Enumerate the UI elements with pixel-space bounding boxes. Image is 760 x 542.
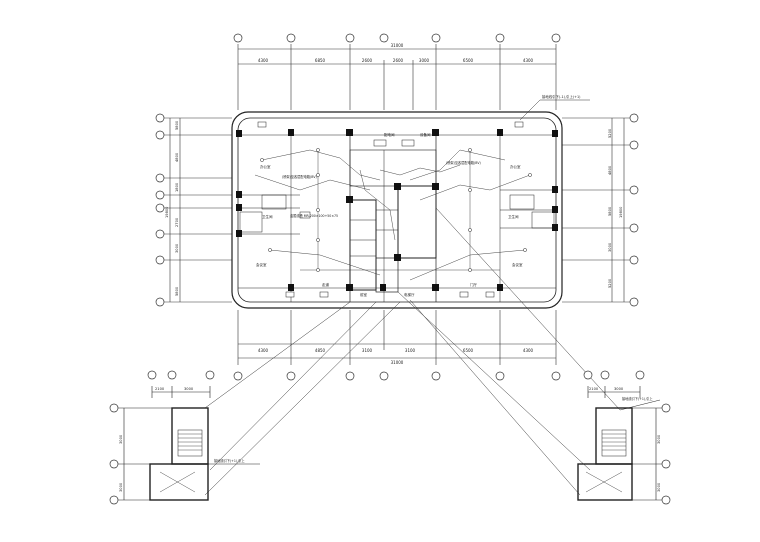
bottom-dim-4: 3100 xyxy=(405,348,416,353)
bottom-axis-bubbles xyxy=(233,371,561,381)
bus-note: 金属线槽 MR-200×100+50×75 xyxy=(290,213,338,218)
stair-right-dim-3: 3000 xyxy=(657,434,661,444)
bottom-dim-total: 31000 xyxy=(391,360,404,365)
bottom-dim-6: 4300 xyxy=(523,348,534,353)
top-dim-7: 4300 xyxy=(523,58,534,63)
room-label-1: 办公室 xyxy=(260,164,271,169)
right-axis-bubbles xyxy=(629,113,639,307)
bottom-dim-3: 3100 xyxy=(362,348,373,353)
left-dim-4: 2700 xyxy=(175,217,179,227)
room-label-10: 设备间 xyxy=(420,132,431,137)
stair-right-dims: 2100 3000 3000 3000 xyxy=(589,387,661,492)
note-stair-left: 接地线引下(+1),引上 xyxy=(214,458,245,463)
room-label-9: 电梯厅 xyxy=(404,292,415,297)
left-dim-3: 1800 xyxy=(175,182,179,192)
stair-left-dim-3: 3000 xyxy=(119,434,123,444)
bottom-dim-2: 4850 xyxy=(315,348,326,353)
stair-right-bubbles xyxy=(583,370,671,505)
right-dim-4: 3000 xyxy=(608,242,612,252)
stair-right-dim-1: 2100 xyxy=(589,387,599,391)
left-dim-values: 5800 4800 1800 2700 3000 5800 19800 xyxy=(165,120,179,296)
left-dim-6: 5800 xyxy=(175,286,179,296)
room-label-11: 走道 xyxy=(322,282,330,287)
top-dim-values: 4300 6850 2600 2600 3000 6500 4300 xyxy=(258,58,534,63)
top-dim-1: 4300 xyxy=(258,58,269,63)
right-dim-3: 5800 xyxy=(608,206,612,216)
stair-detail-right xyxy=(577,386,662,501)
left-dim-2: 4800 xyxy=(175,152,179,162)
left-dim-total: 19800 xyxy=(165,206,169,218)
stair-detail-left xyxy=(118,386,260,501)
bottom-dimension-chain xyxy=(237,310,557,365)
room-label-6: 卫生间 xyxy=(262,214,273,219)
top-dim-2: 6850 xyxy=(315,58,326,63)
stair-left-dim-4: 3000 xyxy=(119,482,123,492)
room-label-3: 会议室 xyxy=(256,262,267,267)
room-label-8: 前室 xyxy=(360,292,368,297)
right-dim-1: 5200 xyxy=(608,128,612,138)
right-dim-5: 5200 xyxy=(608,278,612,288)
top-dim-5: 3000 xyxy=(419,58,430,63)
top-right-leader xyxy=(519,99,590,121)
cable-note-right: (桥架)至各层配电箱(BV) xyxy=(446,160,481,165)
top-dimension-chain xyxy=(237,44,557,110)
top-dim-3: 2600 xyxy=(362,58,373,63)
stair-left-bubbles xyxy=(109,370,215,505)
device-symbols xyxy=(257,121,532,298)
bottom-dim-values: 4300 4850 3100 3100 6500 4300 xyxy=(258,348,534,353)
right-dim-2: 4800 xyxy=(608,165,612,175)
stair-left-dim-2: 3000 xyxy=(184,387,194,391)
left-dimension-chain xyxy=(164,117,232,303)
note-stair-right: 接地线引下(+1),引上 xyxy=(622,396,653,401)
left-axis-bubbles xyxy=(155,113,165,307)
stair-left-dims: 2100 3000 3000 3000 xyxy=(119,387,194,492)
note-top-right: 接地线引下(-1),引上(+1) xyxy=(542,94,581,99)
right-dim-total: 19800 xyxy=(619,206,623,218)
bottom-dim-5: 6500 xyxy=(463,348,474,353)
structural-columns xyxy=(236,129,558,291)
main-floor-plan xyxy=(231,111,563,309)
top-axis-bubbles xyxy=(233,33,561,43)
room-label-4: 会议室 xyxy=(512,262,523,267)
top-dim-total: 31000 xyxy=(391,43,404,48)
cable-note-left: (桥架)至各层配电箱(BV) xyxy=(282,174,317,179)
room-labels: 办公室 办公室 会议室 会议室 配电间 卫生间 卫生间 前室 电梯厅 设备间 走… xyxy=(256,132,523,297)
room-label-7: 卫生间 xyxy=(508,214,519,219)
stair-right-dim-4: 3000 xyxy=(657,482,661,492)
stair-right-dim-2: 3000 xyxy=(614,387,624,391)
top-dim-4: 2600 xyxy=(393,58,404,63)
bottom-dim-1: 4300 xyxy=(258,348,269,353)
top-dim-6: 6500 xyxy=(463,58,474,63)
right-dim-values: 5200 4800 5800 3000 5200 19800 xyxy=(608,128,623,288)
stair-left-dim-1: 2100 xyxy=(155,387,165,391)
room-label-12: 门厅 xyxy=(470,282,478,287)
right-dimension-chain xyxy=(562,117,630,303)
left-dim-5: 3000 xyxy=(175,243,179,253)
room-label-5: 配电间 xyxy=(384,132,395,137)
left-dim-1: 5800 xyxy=(175,120,179,130)
room-label-2: 办公室 xyxy=(510,164,521,169)
